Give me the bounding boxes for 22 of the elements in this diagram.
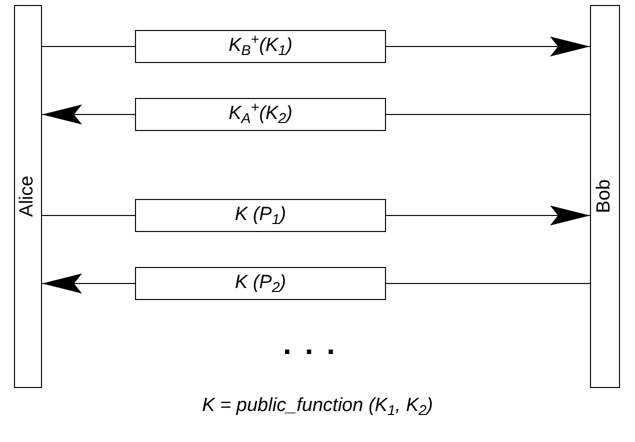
connector-line xyxy=(386,114,590,115)
participant-bar xyxy=(14,5,42,388)
message-box xyxy=(135,267,386,300)
connector-line xyxy=(386,283,590,284)
arrow xyxy=(386,206,590,226)
arrow xyxy=(42,274,136,294)
message-label: K$_{B}$$^{+}$(K$_{1}$) xyxy=(228,32,292,61)
connector-line xyxy=(42,215,136,216)
connector-line xyxy=(42,46,136,47)
message-label: K$_{A}$$^{+}$(K$_{2}$) xyxy=(228,100,292,129)
message-box xyxy=(135,30,386,63)
participant-bar xyxy=(590,5,620,388)
ellipsis: ... xyxy=(283,327,349,363)
arrow xyxy=(386,36,590,56)
message-label: K (P$_{1}$) xyxy=(234,203,286,230)
message-box xyxy=(135,199,386,232)
participant-name: Alice xyxy=(16,176,39,218)
caption: K = public_function (K$_{1}$, K$_{2}$) xyxy=(201,394,434,420)
message-label: K (P$_{2}$) xyxy=(234,271,286,298)
arrow xyxy=(42,104,136,124)
participant-name: Bob xyxy=(592,180,616,214)
message-box xyxy=(135,98,386,131)
